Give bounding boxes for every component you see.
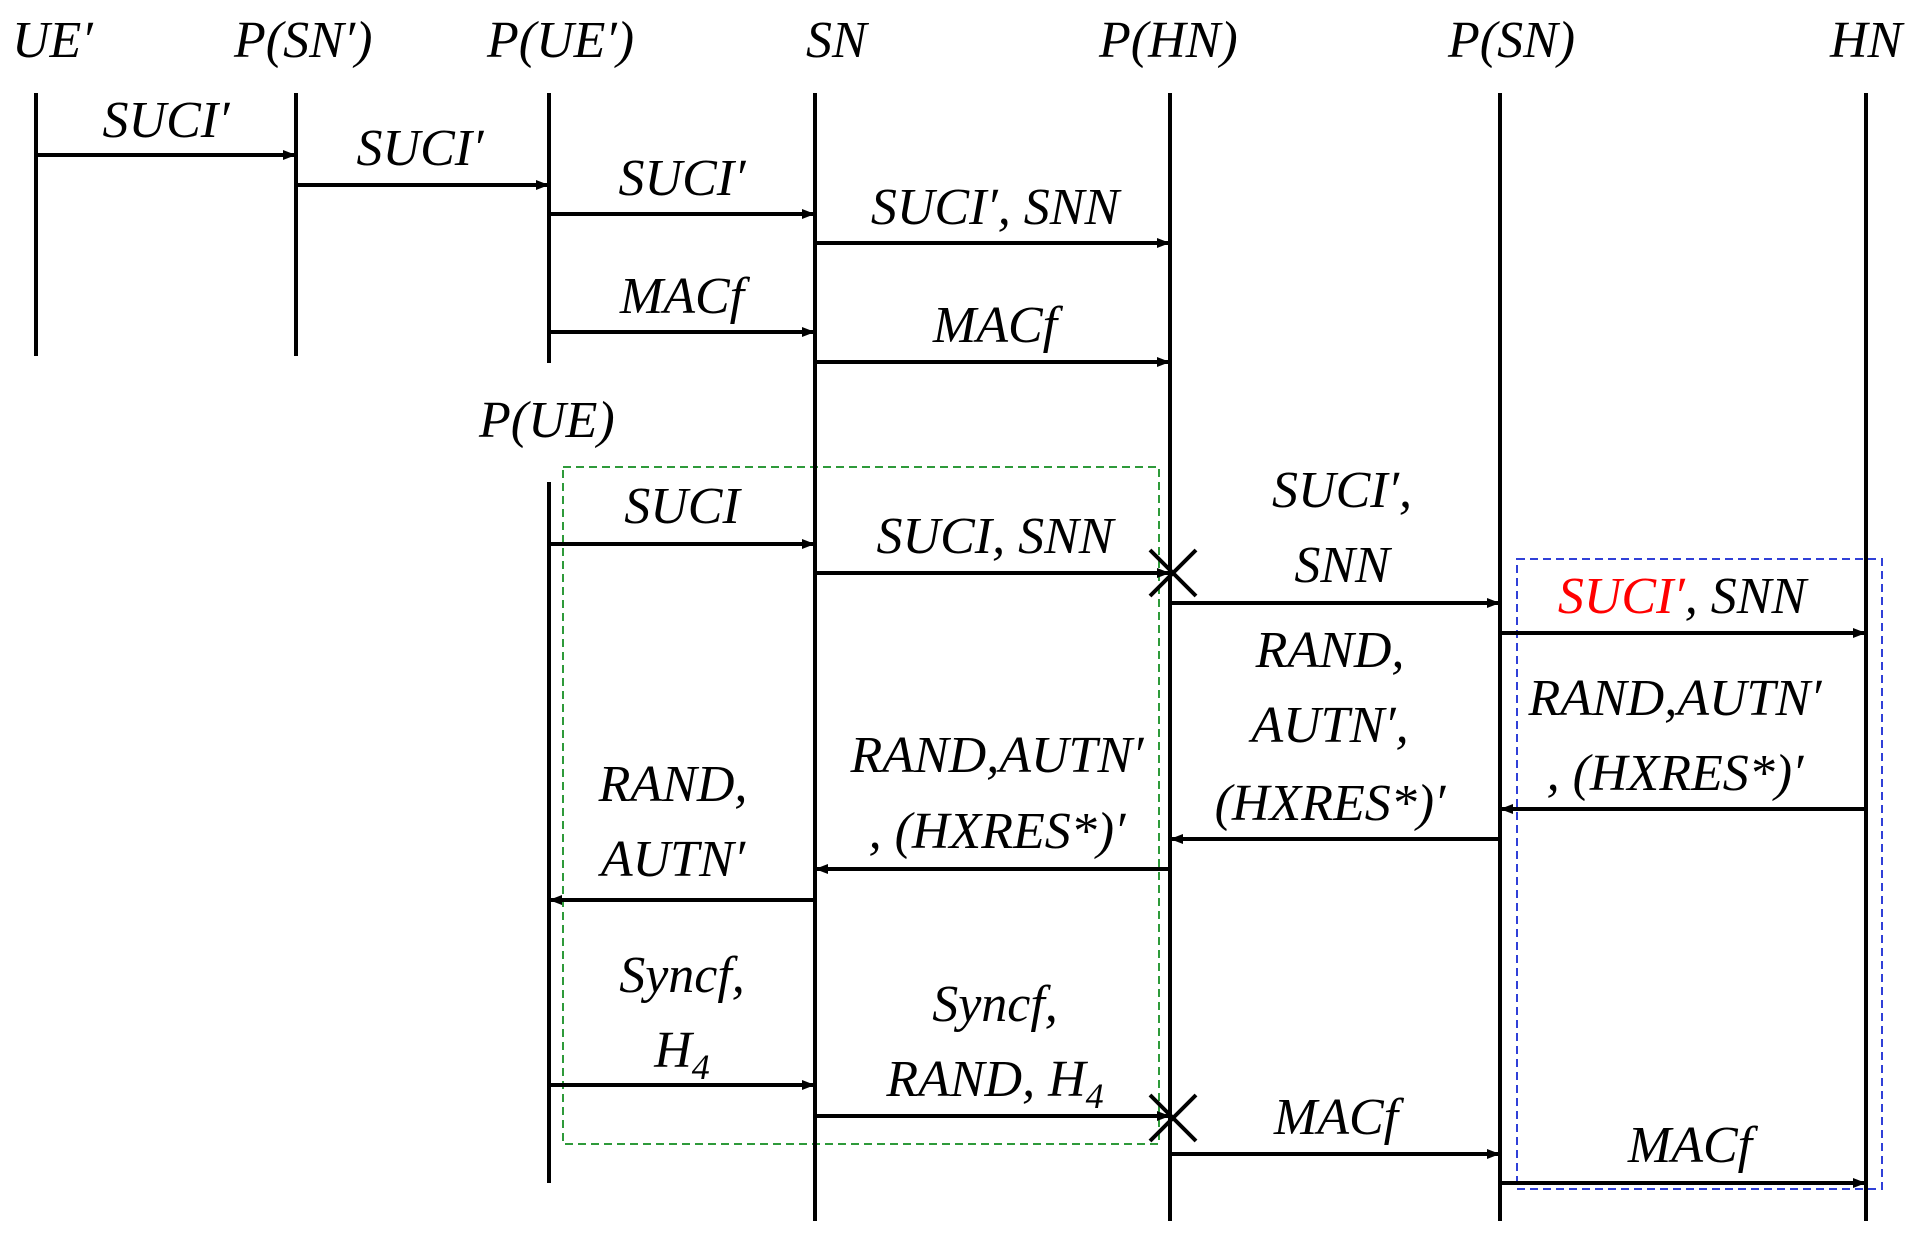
blocked-x-icon: [1148, 548, 1198, 598]
label-m5: MACf: [619, 268, 751, 325]
label-m14-line1: RAND,: [598, 756, 748, 813]
label-m13-line2: , (HXRES*)′: [869, 803, 1127, 860]
label-m16-subscript: 4: [1086, 1076, 1104, 1116]
label-m2: SUCI′: [357, 120, 486, 177]
lifelines: [34, 93, 1868, 1221]
entity-label-p-sn-prime: P(SN′): [233, 12, 372, 69]
label-m9-line1: SUCI′,: [1272, 462, 1412, 519]
entity-label-p-ue-prime: P(UE′): [486, 12, 634, 69]
label-m15-subscript: 4: [692, 1047, 710, 1087]
label-m10: SUCI′, SNN: [1558, 568, 1810, 625]
label-m12-line2: AUTN′,: [1248, 697, 1408, 754]
label-m16-line2: RAND, H4: [885, 1051, 1103, 1116]
label-m9-line2: SNN: [1294, 537, 1393, 594]
blocked-x-icon: [1148, 1093, 1198, 1143]
entity-label-ue-prime: UE′: [12, 12, 94, 69]
label-m18: MACf: [1627, 1117, 1759, 1174]
blocked-marks: [1148, 548, 1198, 1143]
label-m15-line2: H4: [653, 1022, 710, 1087]
entity-label-sn: SN: [806, 12, 870, 69]
label-m17: MACf: [1273, 1089, 1405, 1146]
entity-label-p-hn: P(HN): [1098, 12, 1238, 69]
entity-label-p-ue: P(UE): [478, 392, 615, 449]
label-m15-line1: Syncf,: [619, 947, 745, 1004]
label-m8: SUCI, SNN: [877, 508, 1117, 565]
entity-label-hn: HN: [1829, 12, 1906, 69]
blue-dashed-box: [1516, 558, 1883, 1190]
label-m10-highlight: SUCI′: [1558, 568, 1687, 625]
label-m10-rest: , SNN: [1685, 568, 1810, 625]
label-m16-line1: Syncf,: [932, 976, 1058, 1033]
entity-label-p-sn: P(SN): [1447, 12, 1575, 69]
label-m16-main: RAND, H: [885, 1051, 1088, 1108]
label-m12-line1: RAND,: [1255, 622, 1405, 679]
label-m4: SUCI′, SNN: [871, 179, 1123, 236]
message-arrows: [36, 150, 1866, 1188]
label-m11-line2: , (HXRES*)′: [1547, 745, 1805, 802]
label-m11-line1: RAND,AUTN′: [1527, 670, 1823, 727]
label-m6: MACf: [932, 297, 1064, 354]
label-m13-line1: RAND,AUTN′: [849, 727, 1145, 784]
label-m1: SUCI′: [103, 92, 232, 149]
label-m14-line2: AUTN′: [598, 831, 747, 888]
label-m3: SUCI′: [619, 150, 748, 207]
label-m12-line3: (HXRES*)′: [1215, 775, 1447, 832]
label-m7: SUCI: [624, 478, 742, 535]
label-m15-main: H: [653, 1022, 694, 1079]
